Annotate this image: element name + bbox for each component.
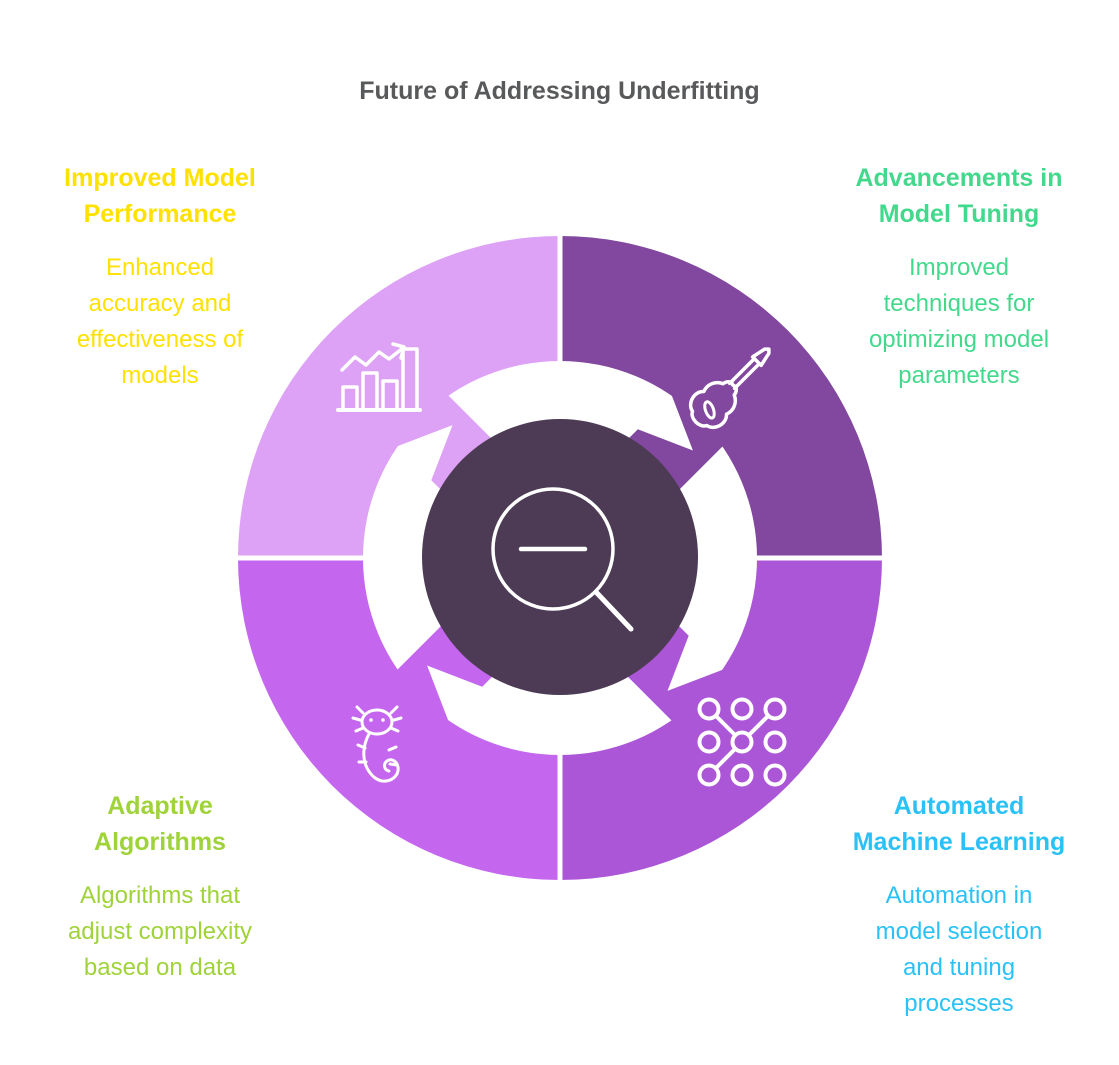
- label-top-left-description: Enhanced accuracy and effectiveness of m…: [76, 254, 244, 389]
- pattern-dot-grid: [697, 697, 787, 787]
- label-bottom-left-heading: Adaptive Algorithms: [94, 792, 226, 856]
- pattern-dots-icon: [697, 697, 787, 787]
- electric-guitar-icon: [688, 347, 771, 430]
- label-top-right: Advancements in Model Tuning Improved te…: [799, 142, 1119, 412]
- label-top-left-heading: Improved Model Performance: [64, 164, 256, 228]
- label-top-right-heading: Advancements in Model Tuning: [855, 164, 1063, 228]
- axolotl-icon: [351, 705, 403, 783]
- label-bottom-right-heading: Automated Machine Learning: [852, 792, 1066, 856]
- segment-top-left: [238, 236, 560, 558]
- label-bottom-right: Automated Machine Learning Automation in…: [799, 770, 1119, 1040]
- center-circle: [422, 419, 698, 695]
- label-top-right-description: Improved techniques for optimizing model…: [868, 254, 1050, 389]
- bar-chart-trend-icon: [336, 342, 422, 412]
- segment-top-right: [560, 236, 882, 558]
- zoom-out-magnifier-icon: [491, 487, 634, 632]
- label-bottom-left: Adaptive Algorithms Algorithms that adju…: [0, 770, 320, 1004]
- label-top-left: Improved Model Performance Enhanced accu…: [0, 142, 320, 412]
- label-bottom-right-description: Automation in model selection and tuning…: [875, 882, 1043, 1017]
- label-bottom-left-description: Algorithms that adjust complexity based …: [67, 882, 253, 981]
- diagram-title: Future of Addressing Underfitting: [359, 77, 760, 105]
